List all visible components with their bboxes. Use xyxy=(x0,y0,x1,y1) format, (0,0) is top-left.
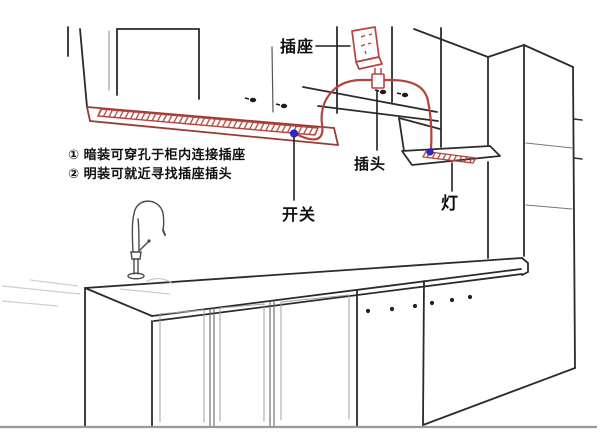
undercabinet-band xyxy=(86,106,339,146)
upper-cabinet-left-knobs xyxy=(244,97,288,109)
lamp-strip xyxy=(421,150,478,164)
faucet xyxy=(119,200,174,295)
note-installation-2: ② 明装可就近寻找插座插头 xyxy=(68,166,232,181)
label-lamp: 灯 xyxy=(441,194,458,213)
background-sketch-lines xyxy=(1,279,81,307)
light-strip xyxy=(96,108,320,136)
base-cabinet-knobs xyxy=(365,294,473,314)
label-plug: 插头 xyxy=(354,155,386,173)
lamp-connection-dot xyxy=(426,148,434,156)
upper-cabinet-left xyxy=(67,26,274,113)
upper-cabinet-middle xyxy=(302,26,442,152)
switch-indicator-dot xyxy=(289,129,298,138)
countertop-base-cabinets xyxy=(84,257,529,428)
socket-icon xyxy=(351,26,383,70)
label-socket: 插座 xyxy=(280,37,314,56)
wire-path xyxy=(294,78,433,151)
plug-icon xyxy=(371,68,385,89)
note-installation-1: ① 暗装可穿孔于柜内连接插座 xyxy=(68,147,246,162)
tall-cabinet-right xyxy=(413,28,583,426)
leader-lines xyxy=(293,45,453,201)
label-switch: 开关 xyxy=(282,205,316,224)
